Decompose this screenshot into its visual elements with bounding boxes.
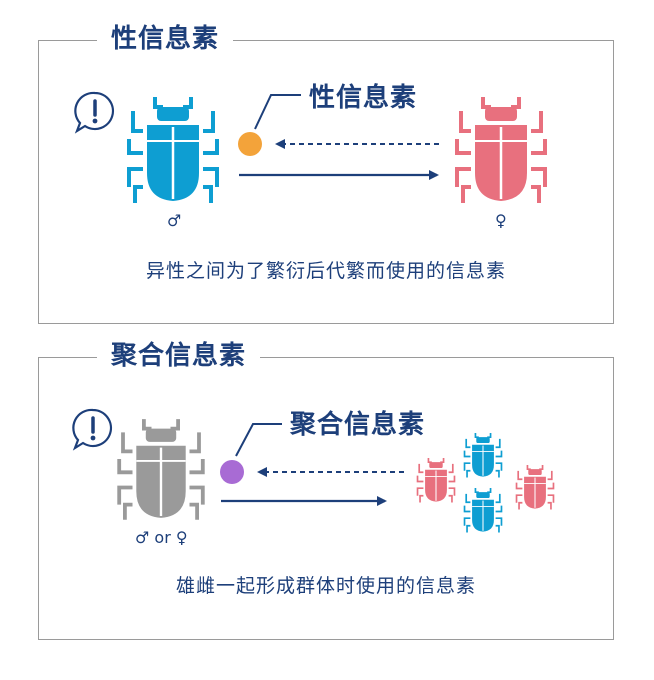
aggregation-pheromone-panel: 聚合信息素 聚合信息素 ♂ or ♀ 雄雌一起形成群体时使用的信息素 [38,336,614,640]
panel-title: 性信息素 [97,19,234,59]
male-beetle-icon [463,487,503,534]
sender-beetle-icon [117,417,205,522]
female-beetle-icon [515,464,555,511]
label-pointer [254,94,301,130]
sex-pheromone-panel: 性信息素 性信息素 ♂ ♀ 异性之间为了繁衍后代繁而使用的信息素 [38,19,614,324]
male-symbol: ♂ [167,211,182,230]
female-beetle-icon [416,457,456,504]
pheromone-label: 性信息素 [309,83,418,113]
pheromone-label: 聚合信息素 [290,410,426,440]
pheromone-dot [238,132,262,156]
panel-caption: 异性之间为了繁衍后代繁而使用的信息素 [145,260,506,282]
alert-icon [71,408,113,450]
male-beetle-icon [127,95,219,205]
aggregation-pheromone-scene [71,408,555,534]
alert-icon [73,91,115,133]
sex-pheromone-scene [73,91,547,205]
female-symbol: ♀ [495,211,507,230]
pheromone-dot [220,460,244,484]
female-beetle-icon [455,95,547,205]
sender-label: ♂ or ♀ [135,528,188,547]
panel-caption: 雄雌一起形成群体时使用的信息素 [175,575,476,597]
panel-title: 聚合信息素 [97,336,261,376]
label-pointer [235,423,282,457]
male-beetle-icon [463,432,503,479]
